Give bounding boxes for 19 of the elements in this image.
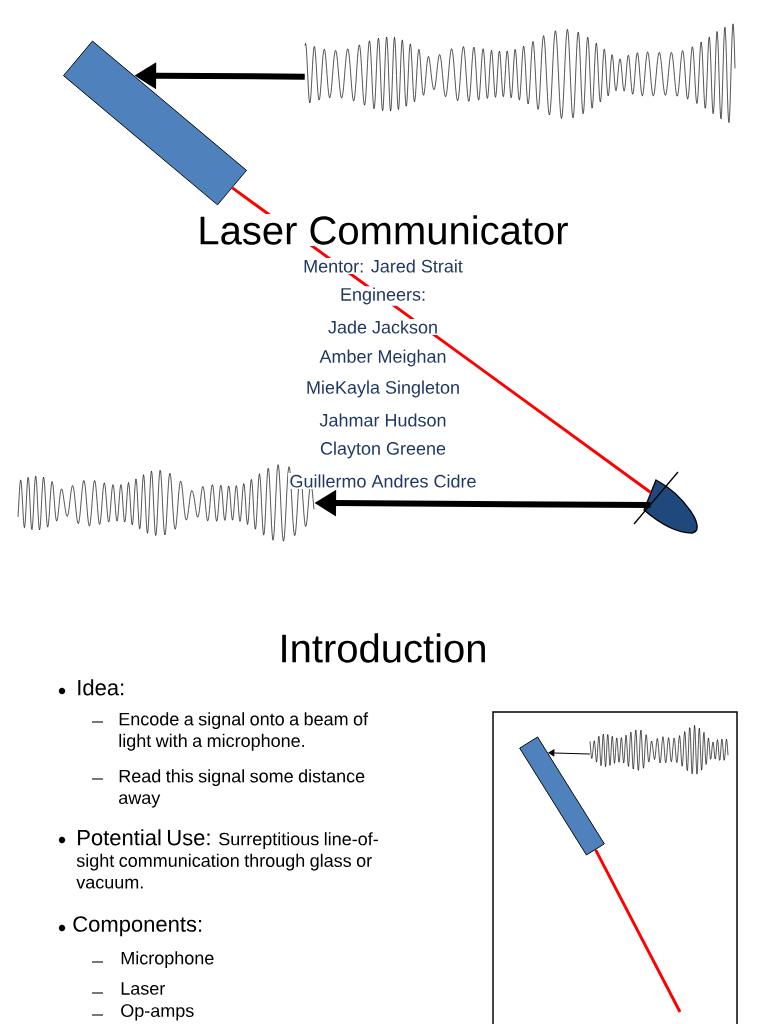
slide-heading: Introduction <box>282 633 485 663</box>
list-item: Encode a signal onto a beam of light with a microphone. <box>119 712 369 751</box>
detector-drawing <box>633 471 698 534</box>
credit-line: MieKayla Singleton <box>304 379 462 399</box>
list-item: Components: <box>73 916 202 937</box>
slide-title: Laser Communicator <box>196 213 570 246</box>
list-item: Microphone <box>121 951 214 969</box>
list-item: Read this signal some distance away <box>119 769 365 808</box>
laser-box <box>63 40 247 206</box>
list-item: Op-amps <box>121 1004 194 1021</box>
list-item: Idea: <box>78 679 124 696</box>
wave-drawing <box>304 23 736 123</box>
credit-line: Clayton Greene <box>318 440 448 460</box>
credit-line: Amber Meighan <box>318 348 448 368</box>
list-item: Potential Use: Surreptitious line-of-sight communication through glass or vacuum. <box>76 829 378 889</box>
credit-line: Jahmar Hudson <box>318 412 448 428</box>
list-item: Laser <box>121 982 165 995</box>
laser-box <box>519 736 605 856</box>
laser-beam <box>594 849 682 1013</box>
